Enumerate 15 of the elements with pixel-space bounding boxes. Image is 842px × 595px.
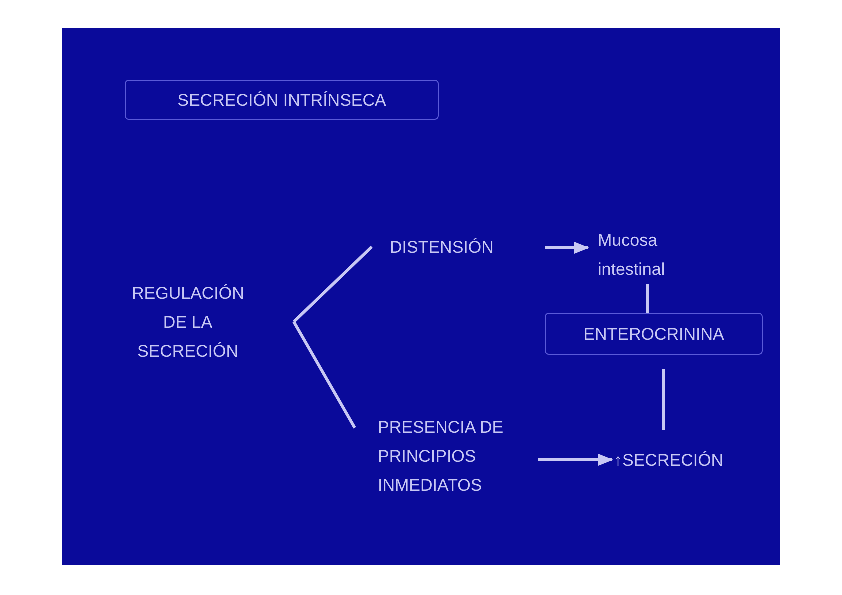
connector-line [292, 246, 374, 324]
node-text: REGULACIÓN DE LA SECRECIÓN [132, 282, 244, 362]
node-text: ↑SECRECIÓN [614, 450, 725, 472]
node-text: ENTEROCRININA [584, 324, 724, 346]
connector-line [662, 369, 666, 430]
connector-line [292, 321, 356, 429]
label-box [545, 313, 763, 355]
node-text: Mucosa intestinal [598, 230, 666, 281]
arrow [538, 454, 614, 466]
node-text: DISTENSIÓN [390, 236, 495, 258]
node-text: PRESENCIA DE PRINCIPIOS INMEDIATOS [378, 416, 505, 496]
label-box [125, 80, 439, 120]
connector-line [646, 284, 650, 313]
arrow [545, 242, 590, 254]
node-text: SECRECIÓN INTRÍNSECA [178, 90, 386, 112]
